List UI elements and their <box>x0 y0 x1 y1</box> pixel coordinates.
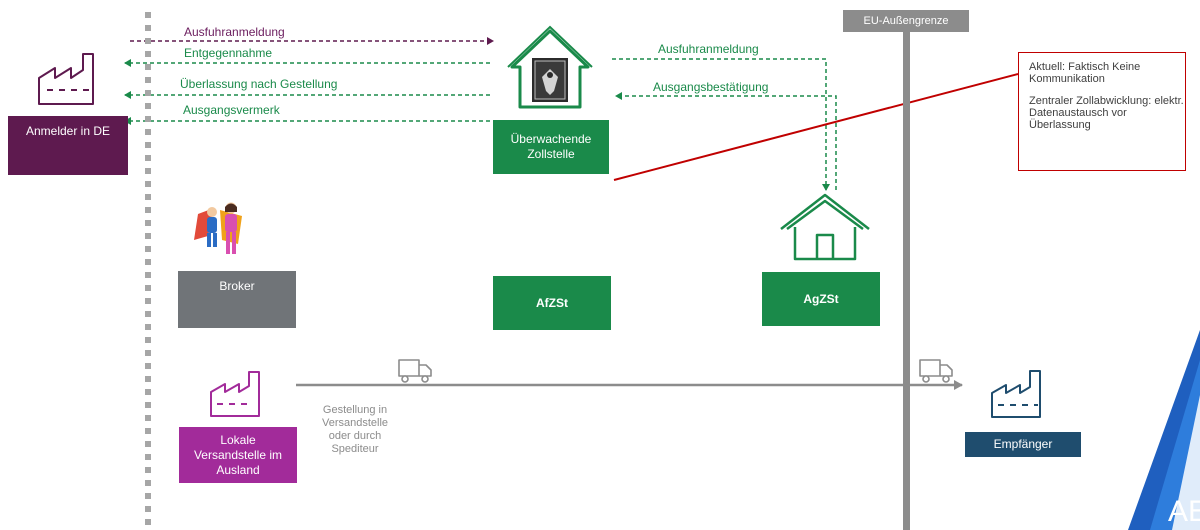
agzst-label: AgZSt <box>803 291 839 306</box>
supervising-office-box: Überwachende Zollstelle <box>493 120 609 174</box>
local-dispatch-label: Lokale Versandstelle im Ausland <box>193 432 283 477</box>
callout-pointer-line <box>613 73 1019 181</box>
message-exit-note: Ausgangsvermerk <box>183 103 280 117</box>
superheroes-icon <box>194 202 242 254</box>
truck-icon <box>919 359 953 383</box>
afzst-label: AfZSt <box>536 295 568 310</box>
broker-label: Broker <box>219 279 255 293</box>
eu-border-line <box>903 30 910 530</box>
declarant-box: Anmelder in DE <box>8 116 128 147</box>
message-release: Überlassung nach Gestellung <box>180 77 338 91</box>
house-icon <box>780 193 870 261</box>
truck-icon <box>398 359 432 383</box>
callout-box: Aktuell: Faktisch Keine Kommunikation Ze… <box>1018 52 1186 171</box>
afzst-box: AfZSt <box>493 276 611 330</box>
callout-line-2: Zentraler Zollabwicklung: elektr. Datena… <box>1029 95 1184 131</box>
consignee-label: Empfänger <box>993 437 1053 451</box>
broker-box: Broker <box>178 271 296 328</box>
declarant-box-extension <box>8 147 128 175</box>
presentation-note: Gestellung in Versandstelle oder durch S… <box>321 404 389 455</box>
consignee-box: Empfänger <box>965 432 1081 457</box>
arrow-exit-confirmation <box>615 92 837 190</box>
message-exit-confirmation: Ausgangsbestätigung <box>653 80 769 94</box>
dotted-separator <box>145 12 151 530</box>
supervising-office-label: Überwachende Zollstelle <box>510 132 592 161</box>
local-dispatch-box: Lokale Versandstelle im Ausland <box>179 427 297 483</box>
eu-border-label: EU-Außengrenze <box>843 10 969 32</box>
agzst-box: AgZSt <box>762 272 880 326</box>
declarant-label: Anmelder in DE <box>25 124 111 138</box>
customs-house-icon <box>507 25 593 109</box>
factory-icon <box>38 53 94 105</box>
factory-icon <box>991 370 1041 418</box>
message-export-declaration: Ausfuhranmeldung <box>184 25 285 39</box>
message-acceptance: Entgegennahme <box>184 46 273 60</box>
factory-icon <box>210 371 260 417</box>
message-export-declaration-2: Ausfuhranmeldung <box>658 42 759 56</box>
corner-accent <box>1128 330 1200 530</box>
callout-line-1: Aktuell: Faktisch Keine Kommunikation <box>1029 61 1141 85</box>
arrow-export-declaration-to-agzst <box>612 58 830 191</box>
watermark: AE <box>1168 495 1200 528</box>
